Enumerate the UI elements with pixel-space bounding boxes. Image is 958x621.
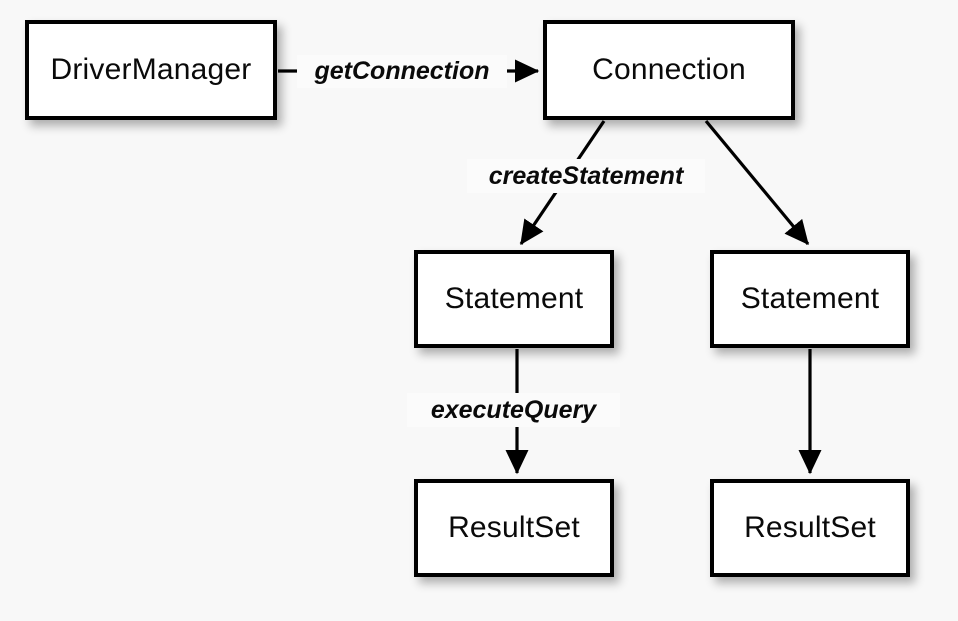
node-statement-left[interactable]: Statement <box>414 250 614 348</box>
node-statement-right[interactable]: Statement <box>710 250 910 348</box>
node-connection[interactable]: Connection <box>543 20 795 120</box>
node-label-resultset-left: ResultSet <box>448 511 580 544</box>
edge-label-executequery: executeQuery <box>407 393 620 427</box>
node-label-resultset-right: ResultSet <box>744 511 876 544</box>
node-label-statement-left: Statement <box>444 282 584 315</box>
edge-label-text-getconnection: getConnection <box>314 57 490 85</box>
node-label-connection: Connection <box>592 53 746 86</box>
edge-label-getconnection: getConnection <box>297 55 507 88</box>
edge-label-createstatement: createStatement <box>467 159 705 193</box>
node-label-statement-right: Statement <box>740 282 880 315</box>
node-resultset-right[interactable]: ResultSet <box>710 479 910 577</box>
node-label-driver-manager: DriverManager <box>50 53 252 86</box>
edge-label-text-executequery: executeQuery <box>430 395 597 424</box>
node-driver-manager[interactable]: DriverManager <box>25 20 277 120</box>
node-resultset-left[interactable]: ResultSet <box>414 479 614 577</box>
edge-label-text-createstatement: createStatement <box>488 161 684 190</box>
edge-createstatement-right-line <box>704 119 810 246</box>
